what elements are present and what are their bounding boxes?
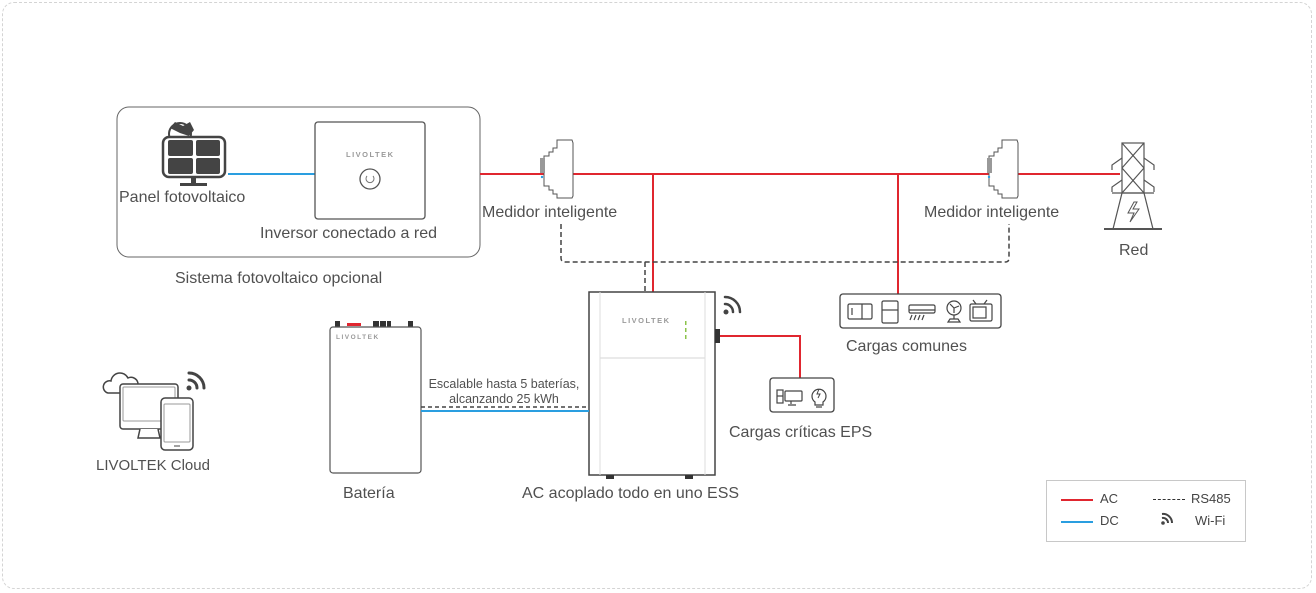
legend-wifi-label: Wi-Fi — [1195, 513, 1226, 528]
ess-brand-logo: LIVOLTEK — [622, 316, 671, 325]
ess-cabinet-icon — [588, 291, 720, 479]
legend-ac-line — [1061, 499, 1093, 501]
battery-scalability-note: Escalable hasta 5 baterías, alcanzando 2… — [424, 377, 584, 407]
power-tower-icon — [1104, 142, 1162, 230]
cloud-label: LIVOLTEK Cloud — [96, 457, 210, 474]
critical-loads-box — [769, 377, 835, 413]
battery-brand-logo: LIVOLTEK — [336, 334, 380, 341]
tv-icon — [969, 299, 993, 322]
fan-icon — [946, 300, 962, 323]
pv-system-label: Sistema fotovoltaico opcional — [175, 270, 383, 287]
ess-label: AC acoplado todo en uno ESS — [522, 485, 740, 502]
wifi-icon — [1161, 512, 1174, 525]
smart-meter-right-label: Medidor inteligente — [924, 204, 1060, 221]
grid-inverter-label: Inversor conectado a red — [260, 225, 437, 242]
microwave-icon — [847, 303, 873, 320]
ac-line-eps — [718, 335, 801, 378]
grid-label: Red — [1119, 242, 1149, 259]
solar-panel-icon — [161, 122, 227, 186]
inverter-brand-logo: LIVOLTEK — [346, 150, 395, 159]
smart-meter-icon — [987, 139, 1019, 199]
smart-meter-left-label: Medidor inteligente — [482, 204, 618, 221]
common-loads-label: Cargas comunes — [846, 338, 967, 355]
wifi-icon — [186, 371, 206, 391]
legend-rs485-label: RS485 — [1191, 491, 1231, 506]
battery-label: Batería — [343, 485, 395, 502]
legend: AC RS485 DC Wi-Fi — [1046, 480, 1246, 542]
desktop-computer-icon — [776, 389, 803, 406]
smart-meter-icon — [540, 139, 574, 199]
common-loads-box — [839, 293, 1002, 329]
legend-ac-label: AC — [1100, 491, 1119, 506]
battery-cabinet-icon — [329, 321, 422, 474]
inverter-icon — [314, 121, 426, 220]
fridge-icon — [881, 300, 899, 324]
pv-system-group-box — [116, 106, 481, 258]
light-bulb-icon — [811, 388, 827, 408]
air-conditioner-icon — [908, 304, 936, 321]
legend-dc-line — [1061, 521, 1093, 523]
battery-note-line1: Escalable hasta 5 baterías, — [428, 377, 580, 391]
wifi-icon — [723, 295, 742, 315]
pv-panel-label: Panel fotovoltaico — [119, 189, 246, 206]
legend-rs485-line — [1153, 499, 1185, 500]
rs485-line-meters — [560, 224, 1010, 263]
cloud-devices-icon — [102, 372, 194, 451]
critical-loads-label: Cargas críticas EPS — [729, 424, 873, 441]
legend-dc-label: DC — [1100, 513, 1119, 528]
battery-note-line2: alcanzando 25 kWh — [449, 392, 559, 406]
